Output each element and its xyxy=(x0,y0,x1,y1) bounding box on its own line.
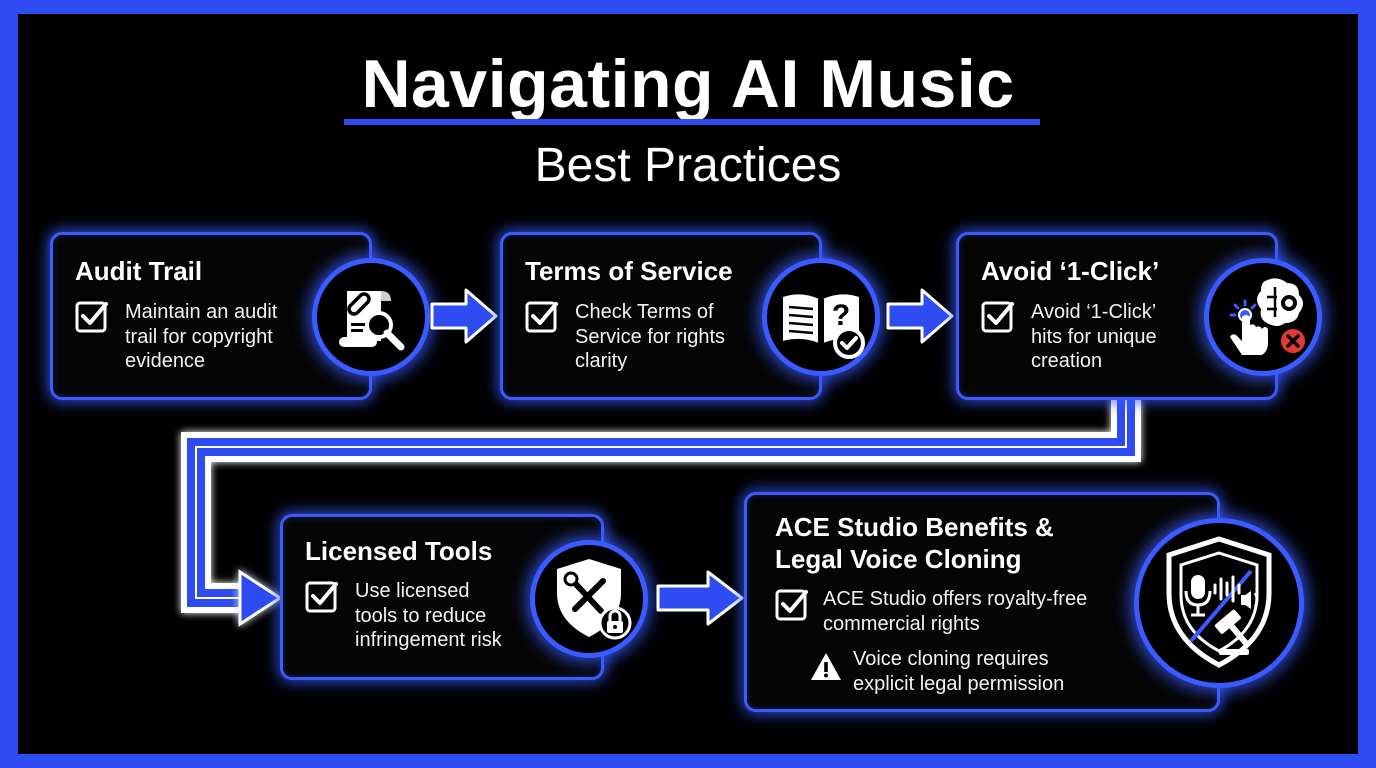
book-question-icon: ? xyxy=(783,294,865,359)
checkbox-icon xyxy=(305,581,338,613)
step-title: Terms of Service xyxy=(525,256,733,286)
step-title: Licensed Tools xyxy=(305,536,493,566)
checkbox-icon xyxy=(775,589,808,621)
step-description: Maintain an audit trail for copyright ev… xyxy=(125,301,278,372)
step-card-avoid-1-click: Avoid ‘1-Click’ Avoid ‘1-Click’ hits for… xyxy=(956,232,1278,400)
svg-text:?: ? xyxy=(832,299,850,332)
step-card-licensed-tools: Licensed Tools Use licensed tools to red… xyxy=(280,514,604,680)
step-icon-badge: ? xyxy=(762,258,880,376)
page-subtitle: Best Practices xyxy=(534,139,842,192)
step-description: Use licensed tools to reduce infringemen… xyxy=(355,580,502,651)
shield-mic-gavel-icon xyxy=(1166,536,1272,668)
title-underline xyxy=(344,119,1040,125)
checkbox-icon xyxy=(981,301,1014,333)
flow-arrow xyxy=(886,288,954,344)
step-card-terms-of-service: Terms of Service Check Terms of Service … xyxy=(500,232,822,400)
warning-icon xyxy=(811,653,841,680)
flow-arrow xyxy=(656,570,744,626)
document-search-icon xyxy=(339,291,405,351)
checkbox-icon xyxy=(75,301,108,333)
step-title: Audit Trail xyxy=(75,256,203,286)
flow-arrow xyxy=(430,288,498,344)
step-card-audit-trail: Audit Trail Maintain an audit trail for … xyxy=(50,232,372,400)
step-icon-badge xyxy=(312,258,430,376)
step-title: Avoid ‘1-Click’ xyxy=(981,256,1160,286)
step-icon-badge xyxy=(530,540,648,658)
step-description: Avoid ‘1-Click’ hits for unique creation xyxy=(1031,301,1157,372)
page-title: Navigating AI Music xyxy=(361,46,1015,122)
step-icon-badge xyxy=(1204,258,1322,376)
step-description: Check Terms of Service for rights clarit… xyxy=(575,301,726,372)
step-icon-badge xyxy=(1134,518,1304,688)
step-description: ACE Studio offers royalty-free commercia… xyxy=(823,588,1088,635)
step-title: ACE Studio Benefits & Legal Voice Clonin… xyxy=(775,512,1054,574)
shield-tools-lock-icon xyxy=(557,559,632,640)
brain-click-denied-icon xyxy=(1229,278,1305,355)
warning-text: Voice cloning requires explicit legal pe… xyxy=(853,648,1065,695)
checkbox-icon xyxy=(525,301,558,333)
